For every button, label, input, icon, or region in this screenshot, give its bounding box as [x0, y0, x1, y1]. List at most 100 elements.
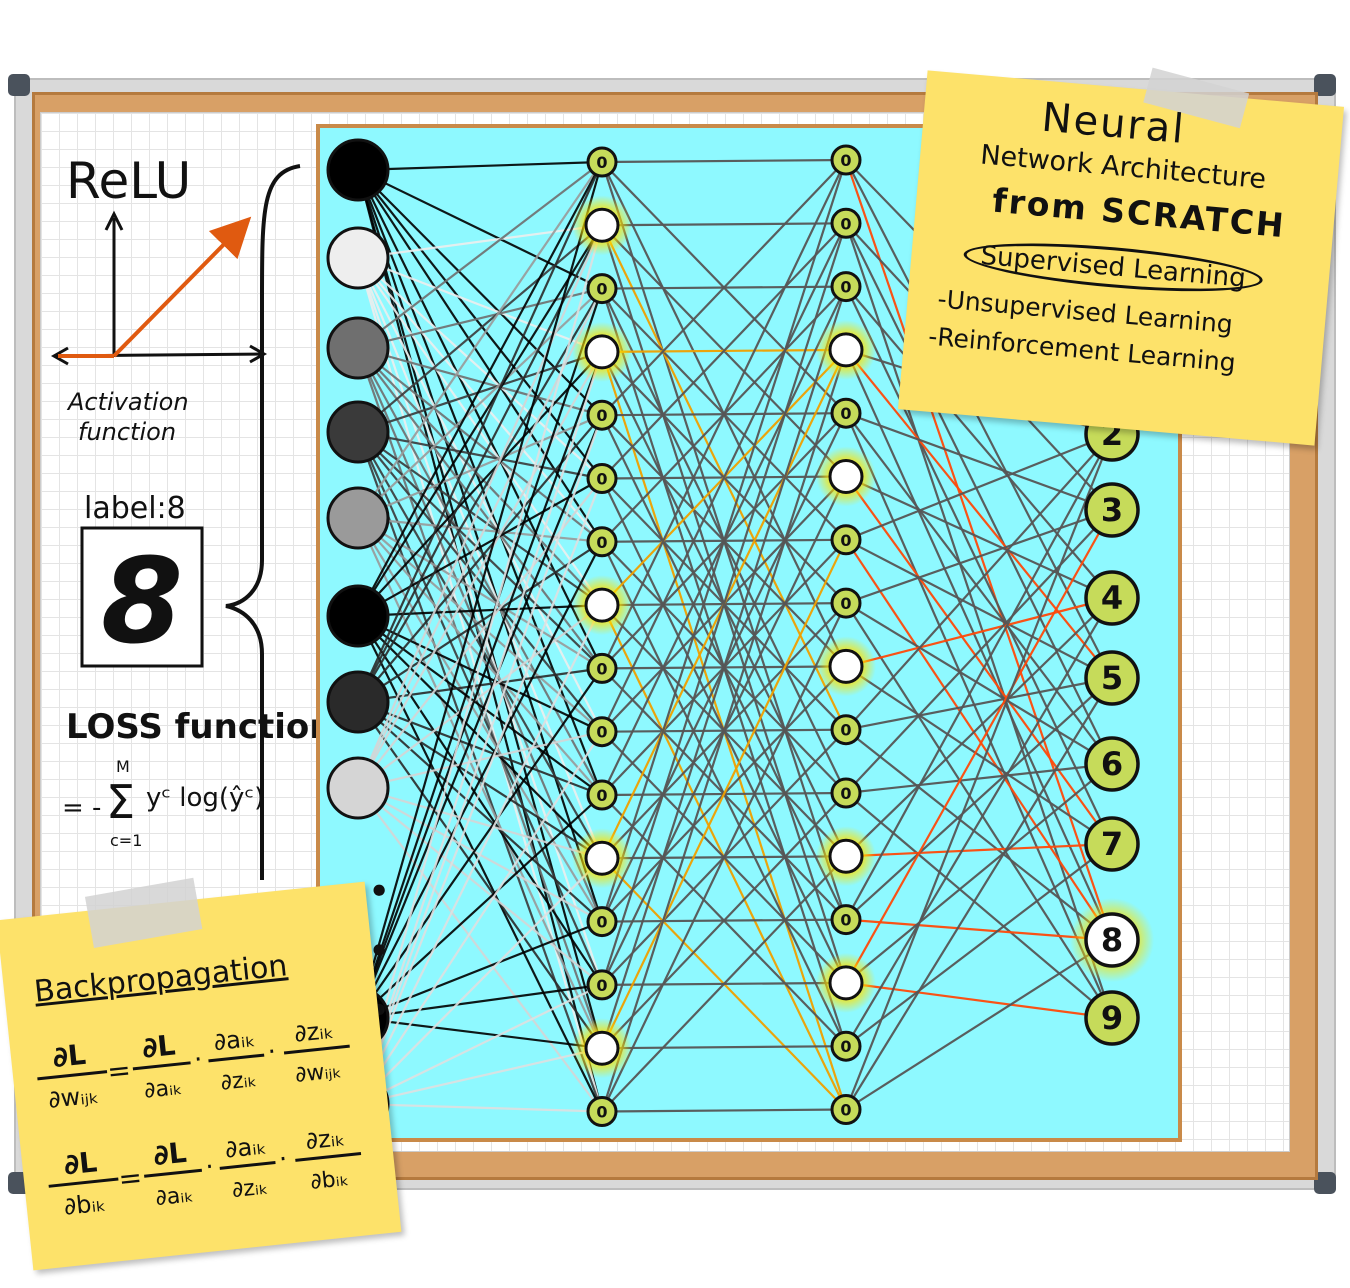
edge-input-hidden1: [357, 615, 603, 860]
hidden2-node-label: 0: [840, 1037, 851, 1056]
edge-input-hidden1: [356, 161, 604, 1019]
edge-hidden2-output: [845, 538, 1113, 679]
edge-input-hidden1: [357, 787, 603, 986]
edge-hidden2-output: [845, 728, 1113, 941]
eq2-t3-bottom: ∂bᵢₖ: [309, 1166, 350, 1195]
output-node-label-4: 4: [1101, 579, 1123, 617]
edge-input-hidden1: [357, 224, 603, 617]
edge-hidden1-hidden2: [600, 286, 848, 1049]
relu-caption-line1: Activation: [66, 388, 189, 416]
output-node-label-5: 5: [1101, 659, 1123, 697]
edge-input-hidden1: [356, 351, 604, 1019]
loss-formula-body: yᶜ log(ŷᶜ): [146, 783, 264, 813]
edge-input-hidden1: [356, 414, 604, 1019]
edge-hidden2-output: [844, 349, 1114, 941]
hidden2-node-label: 0: [840, 531, 851, 550]
edge-input-hidden1: [357, 160, 603, 172]
edge-input-hidden1: [357, 604, 603, 1105]
relu-title: ReLU: [66, 152, 191, 210]
output-node-label-6: 6: [1101, 745, 1123, 783]
label-digit: 8: [101, 532, 183, 670]
hidden2-node: [830, 524, 862, 556]
edge-input-hidden1: [357, 351, 603, 789]
edge-input-hidden1: [357, 347, 603, 606]
relu-panel: ReLU Activation function: [50, 152, 268, 446]
label-image-box: [80, 526, 204, 668]
label-text: label:8: [84, 491, 186, 526]
edge-input-hidden1: [357, 256, 603, 353]
edge-hidden2-output: [845, 432, 1113, 541]
eq2-lhs-bar: [48, 1177, 119, 1188]
eq1-t3-top: ∂zᵢₖ: [293, 1016, 335, 1048]
hidden1-node: [586, 779, 618, 811]
hidden1-node: [584, 840, 620, 876]
edge-input-hidden1: [356, 224, 604, 789]
eq2-t3-bar: [295, 1152, 362, 1162]
edge-input-hidden1: [357, 224, 603, 433]
edge-hidden1-hidden2: [601, 1108, 847, 1113]
edge-input-hidden1: [357, 257, 603, 543]
backprop-title: Backpropagation: [32, 948, 290, 1010]
input-node: [326, 486, 390, 550]
edge-hidden2-output: [845, 677, 1113, 921]
edge-input-hidden1: [357, 857, 603, 1105]
edge-input-hidden1: [357, 161, 603, 617]
eq2-t3-top: ∂zᵢₖ: [304, 1123, 346, 1155]
edge-hidden2-output: [845, 602, 1113, 765]
edge-hidden2-output: [845, 508, 1113, 605]
hidden1-node: [586, 463, 618, 494]
edge-input-hidden1: [357, 346, 603, 417]
eq1-dot1: ·: [193, 1045, 204, 1076]
edge-input-hidden1: [357, 224, 603, 260]
edge-input-hidden1: [356, 414, 604, 1105]
eq1-t2-top: ∂aᵢₖ: [212, 1024, 256, 1056]
edge-hidden2-output: [845, 676, 1113, 731]
eq2-lhs-bottom: ∂bᵢₖ: [62, 1189, 107, 1221]
sigma-symbol: Σ: [106, 775, 135, 829]
edge-hidden1-hidden2: [601, 222, 847, 480]
output-node-7: [1084, 816, 1140, 872]
eq2-t2-bottom: ∂zᵢₖ: [231, 1174, 270, 1203]
input-node: [326, 584, 390, 648]
edge-hidden2-output: [845, 602, 1113, 1019]
edge-input-hidden1: [357, 701, 603, 923]
input-node: [326, 226, 390, 290]
loss-sum-top: M: [116, 757, 130, 776]
edge-hidden2-output: [845, 433, 1113, 731]
edge-input-hidden1: [357, 516, 603, 543]
edge-hidden2-output: [845, 475, 1113, 600]
edge-input-hidden1: [357, 431, 603, 733]
edge-hidden1-hidden2: [601, 159, 847, 669]
edge-input-hidden1: [357, 287, 603, 519]
edge-input-hidden1: [356, 161, 604, 703]
output-node-label-9: 9: [1101, 999, 1123, 1037]
edge-input-hidden1: [357, 540, 603, 703]
eq1-dot2: ·: [266, 1037, 277, 1068]
hidden2-node: [830, 904, 862, 936]
edge-input-hidden1: [357, 431, 603, 859]
hidden1-node-label: 0: [596, 723, 607, 742]
edge-hidden1-hidden2: [601, 1045, 847, 1050]
eq1-t3-bar: [283, 1044, 350, 1055]
hidden2-node: [830, 271, 862, 303]
edge-hidden2-output: [844, 222, 1114, 1019]
hidden2-node: [830, 1030, 862, 1062]
hidden1-node: [586, 1096, 618, 1127]
hidden1-node: [584, 207, 620, 243]
edge-input-hidden1: [357, 431, 603, 606]
eq1-t1-bottom: ∂aᵢₖ: [143, 1075, 184, 1104]
hidden1-node-label: 0: [596, 1103, 607, 1122]
hidden2-node: [828, 965, 864, 1001]
hidden1-node: [586, 526, 618, 558]
edge-hidden2-output: [845, 918, 1113, 942]
edge-input-hidden1: [357, 983, 603, 1020]
network-edges: [356, 158, 1114, 1113]
eq1-t3-bottom: ∂wᵢⱼₖ: [294, 1058, 343, 1088]
label-panel: label:8 8: [80, 491, 204, 670]
hidden2-node: [830, 777, 862, 809]
relu-y-axis-arrow: [104, 210, 124, 231]
edge-hidden1-hidden2: [601, 792, 847, 1049]
eq1-lhs-bottom: ∂wᵢⱼₖ: [47, 1081, 100, 1114]
hidden2-node: [830, 397, 862, 429]
eq1-t1-bar: [132, 1061, 191, 1071]
